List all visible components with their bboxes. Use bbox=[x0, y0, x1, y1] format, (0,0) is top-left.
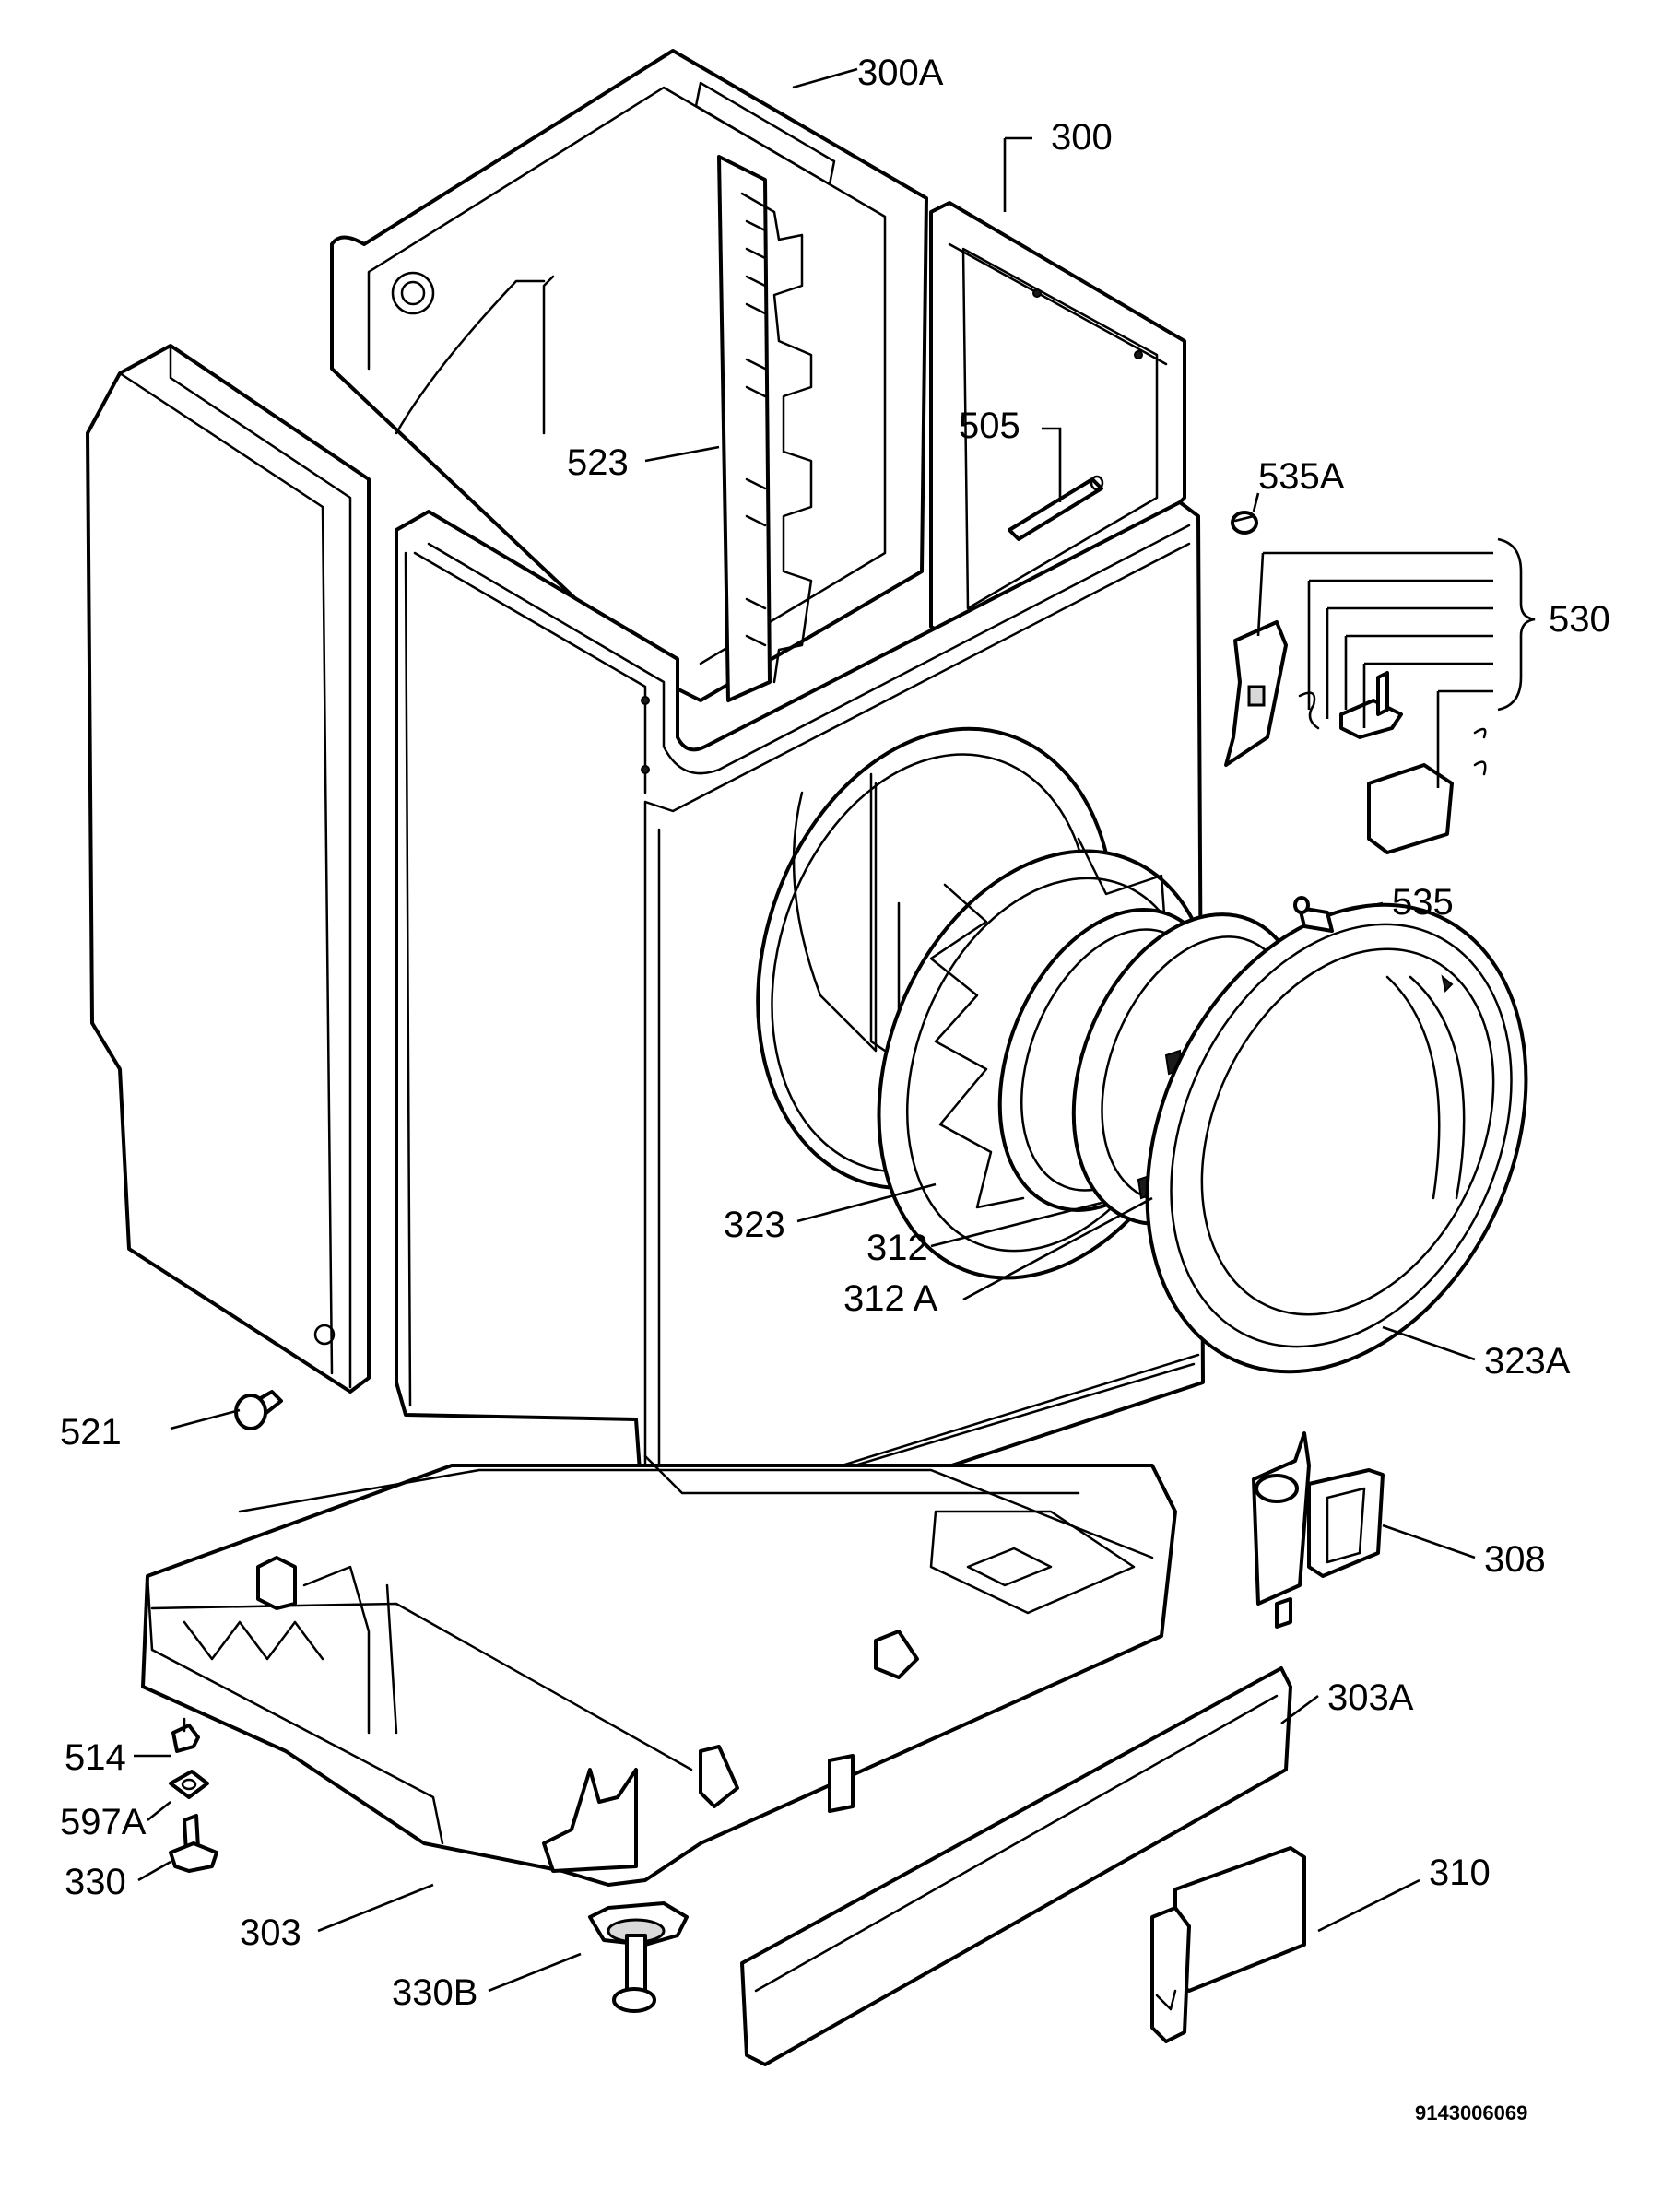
left-side-panel bbox=[86, 344, 371, 1394]
label-535: 535 bbox=[1392, 882, 1454, 923]
label-597a: 597A bbox=[60, 1802, 147, 1842]
fasteners-514-597a-330 bbox=[169, 1717, 218, 1873]
label-505: 505 bbox=[959, 406, 1020, 446]
rear-rail-523 bbox=[717, 155, 813, 702]
rod-505 bbox=[1008, 475, 1104, 541]
label-521: 521 bbox=[60, 1412, 122, 1453]
label-514: 514 bbox=[65, 1737, 126, 1778]
label-523: 523 bbox=[567, 442, 629, 483]
label-323: 323 bbox=[724, 1205, 785, 1245]
hinge-pin-535 bbox=[1293, 896, 1334, 933]
label-330b: 330B bbox=[392, 1972, 477, 2013]
leader-lines bbox=[134, 67, 1536, 1993]
part-labels: 300A 300 523 505 535A 530 535 323 312 31… bbox=[60, 53, 1610, 2124]
rear-frame-300a bbox=[330, 49, 928, 702]
label-330: 330 bbox=[65, 1862, 126, 1902]
label-308: 308 bbox=[1484, 1539, 1546, 1580]
label-312a: 312 A bbox=[843, 1278, 938, 1319]
door-323a bbox=[1145, 902, 1528, 1374]
label-323a: 323A bbox=[1484, 1341, 1571, 1382]
label-300a: 300A bbox=[857, 53, 944, 93]
label-310: 310 bbox=[1429, 1853, 1491, 1893]
screw-521 bbox=[234, 1390, 283, 1430]
label-530: 530 bbox=[1549, 599, 1610, 640]
cap-535a bbox=[1231, 511, 1258, 535]
label-303: 303 bbox=[240, 1912, 301, 1953]
label-300: 300 bbox=[1051, 117, 1113, 158]
label-303a: 303A bbox=[1327, 1677, 1414, 1718]
drawing-code: 9143006069 bbox=[1415, 2101, 1527, 2124]
service-flap-310 bbox=[1150, 1846, 1306, 2043]
latch-assembly-530 bbox=[1224, 620, 1487, 854]
leg-330b bbox=[588, 1901, 689, 2013]
label-312: 312 bbox=[866, 1228, 928, 1268]
label-535a: 535A bbox=[1258, 456, 1345, 497]
plinth-panel-303a bbox=[740, 1666, 1292, 2066]
base-frame-303 bbox=[141, 1454, 1177, 1887]
hinge-308 bbox=[1252, 1431, 1385, 1629]
